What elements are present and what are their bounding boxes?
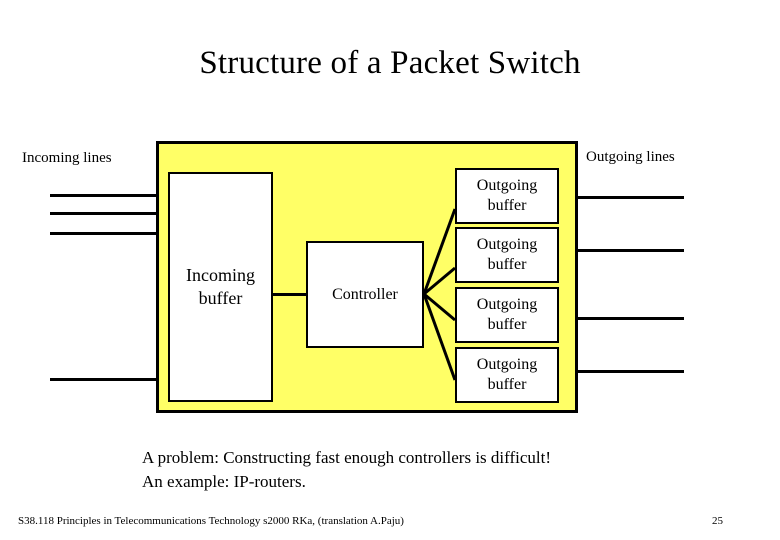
outgoing-buffer-3-line2: buffer	[487, 316, 527, 333]
footer-page-number: 25	[712, 515, 723, 527]
incoming-line-3	[50, 232, 162, 235]
outgoing-line-3	[574, 317, 684, 320]
outgoing-buffer-4-line2: buffer	[487, 376, 527, 393]
outgoing-line-2	[574, 249, 684, 252]
outgoing-buffer-1-line1: Outgoing	[476, 177, 538, 194]
slide-notes: A problem: Constructing fast enough cont…	[142, 446, 551, 494]
incoming-buffer-line2: buffer	[198, 288, 243, 308]
outgoing-buffer-2-line1: Outgoing	[476, 236, 538, 253]
outgoing-buffer-1-line2: buffer	[487, 197, 527, 214]
page-title: Structure of a Packet Switch	[199, 45, 581, 81]
incoming-line-2	[50, 212, 162, 215]
outgoing-line-4	[574, 370, 684, 373]
outgoing-buffer-block-4: Outgoing buffer	[455, 347, 559, 403]
note-line-2: An example: IP-routers.	[142, 472, 306, 491]
controller-label: Controller	[332, 285, 398, 303]
outgoing-buffer-block-3: Outgoing buffer	[455, 287, 559, 343]
outgoing-buffer-2-line2: buffer	[487, 256, 527, 273]
incoming-buffer-line1: Incoming	[186, 265, 255, 285]
incoming-buffer-block: Incoming buffer	[168, 172, 273, 402]
link-incoming-buffer-to-controller	[272, 293, 308, 296]
outgoing-lines-label: Outgoing lines	[586, 149, 675, 165]
outgoing-buffer-4-line1: Outgoing	[476, 356, 538, 373]
controller-block: Controller	[306, 241, 424, 348]
incoming-line-4	[50, 378, 162, 381]
outgoing-buffer-block-1: Outgoing buffer	[455, 168, 559, 224]
outgoing-buffer-3-line1: Outgoing	[476, 296, 538, 313]
footer-course-text: S38.118 Principles in Telecommunications…	[18, 515, 404, 527]
incoming-lines-label: Incoming lines	[22, 150, 112, 166]
outgoing-line-1	[574, 196, 684, 199]
incoming-line-1	[50, 194, 162, 197]
note-line-1: A problem: Constructing fast enough cont…	[142, 448, 552, 467]
outgoing-buffer-block-2: Outgoing buffer	[455, 227, 559, 283]
